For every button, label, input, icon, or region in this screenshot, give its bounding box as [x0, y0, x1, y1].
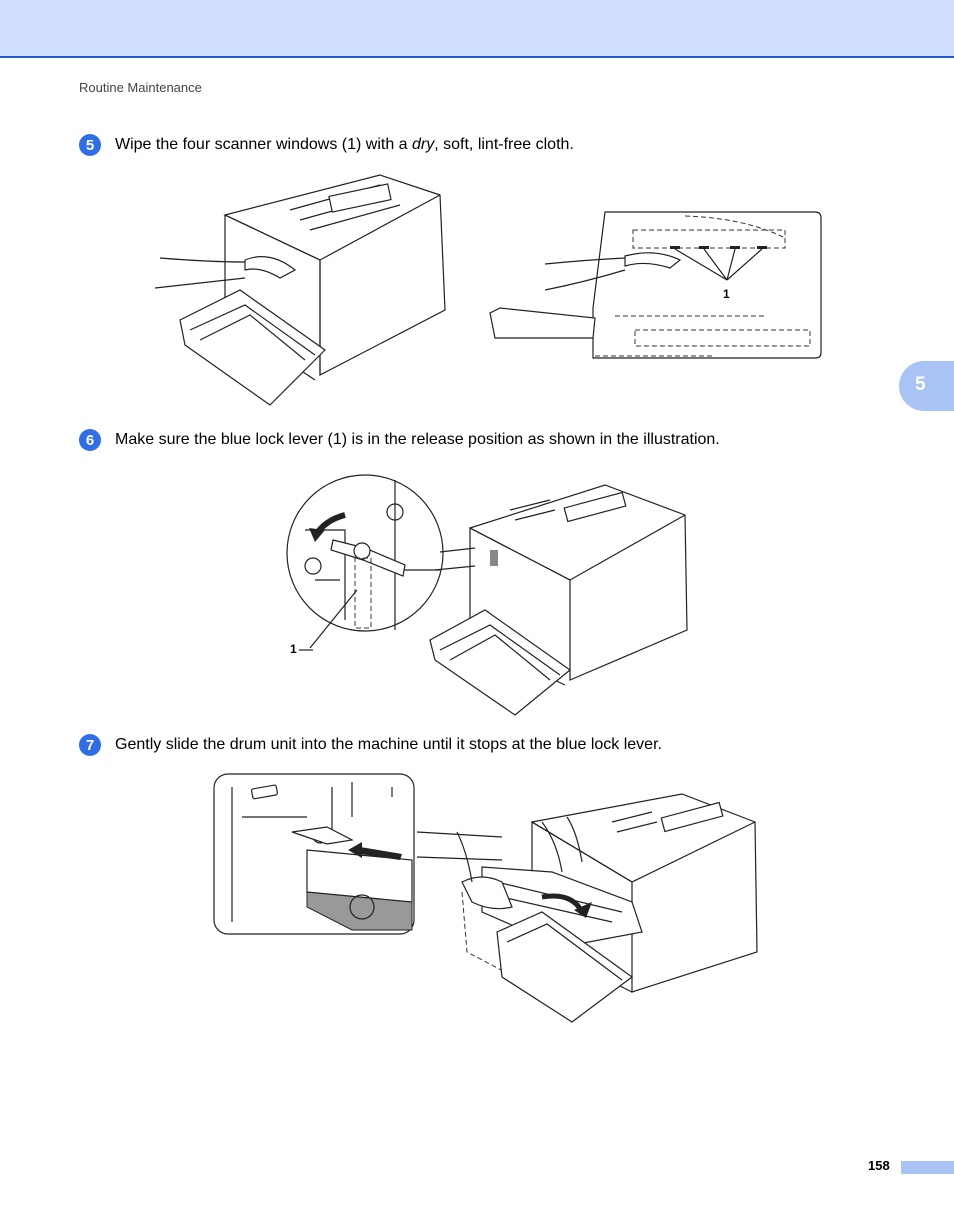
header-band	[0, 0, 954, 58]
chapter-number: 5	[915, 374, 926, 395]
scanner-windows-callout: 1	[723, 287, 730, 301]
step-text: Gently slide the drum unit into the mach…	[115, 736, 662, 753]
step-5: 5 Wipe the four scanner windows (1) with…	[79, 134, 574, 156]
page-number: 158	[868, 1158, 890, 1173]
step-number-badge: 6	[79, 429, 101, 451]
figure-wipe-scanner-windows	[154, 174, 446, 406]
step-7: 7 Gently slide the drum unit into the ma…	[79, 734, 662, 756]
figure-scanner-windows-closeup: 1	[489, 211, 822, 359]
step-text: Make sure the blue lock lever (1) is in …	[115, 431, 720, 448]
footer-bar	[901, 1161, 954, 1174]
step-number-badge: 5	[79, 134, 101, 156]
chapter-tab[interactable]: 5	[899, 361, 954, 411]
figure-lock-lever-release: 1	[286, 474, 688, 716]
lock-lever-callout: 1	[290, 642, 297, 656]
figure-drum-unit-insert	[213, 773, 758, 1023]
step-text: Wipe the four scanner windows (1) with a…	[115, 136, 574, 153]
section-title: Routine Maintenance	[79, 80, 202, 95]
step-number-badge: 7	[79, 734, 101, 756]
step-6: 6 Make sure the blue lock lever (1) is i…	[79, 429, 720, 451]
